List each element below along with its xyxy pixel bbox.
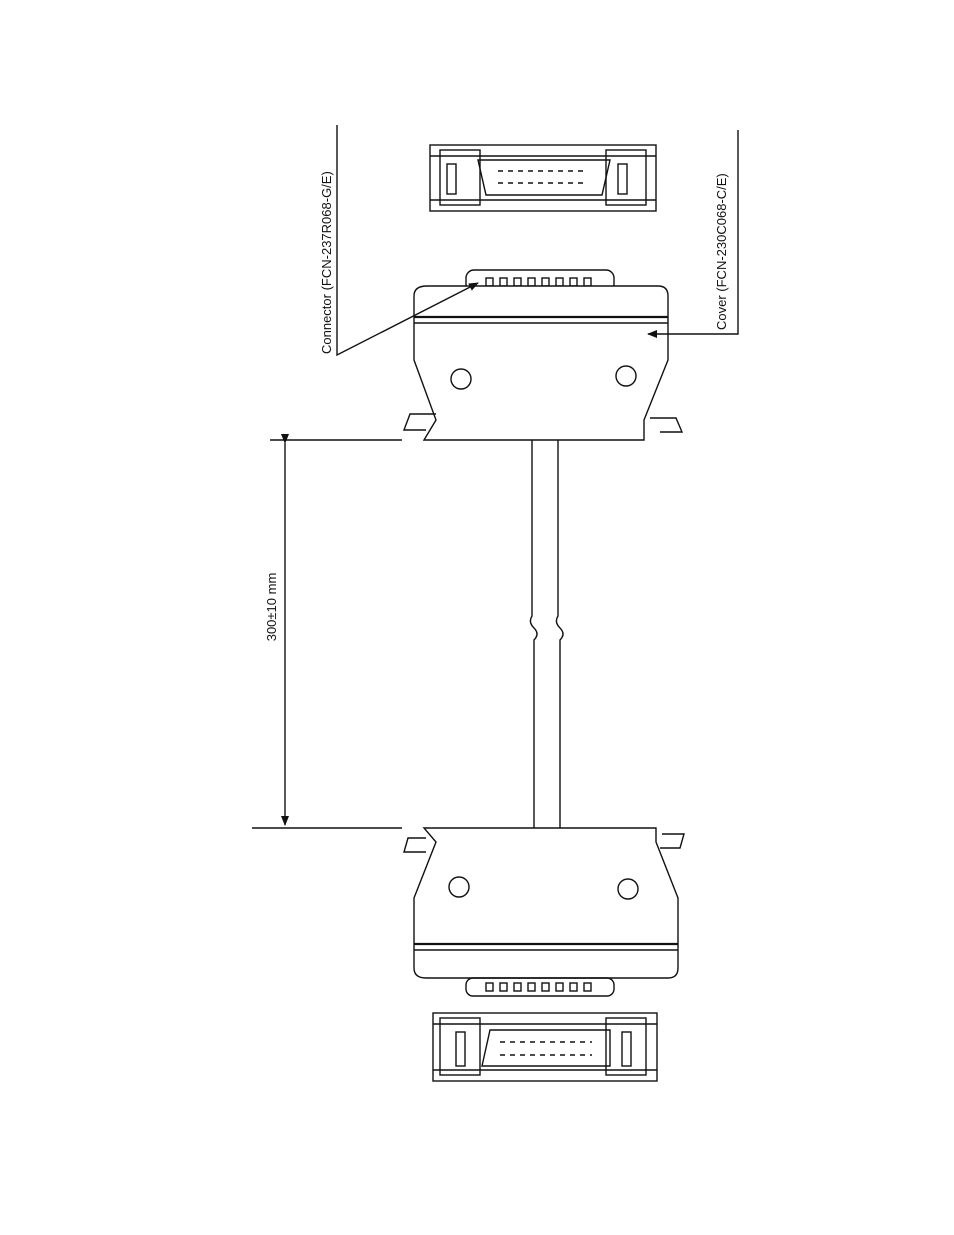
bottom-connector-end-view: [432, 1012, 658, 1082]
length-label: 300±10 mm: [264, 573, 279, 642]
cable: [529, 440, 564, 828]
top-connector-end-view: [429, 144, 657, 212]
cover-leader: Cover (FCN-230C068-C/E): [647, 130, 739, 338]
connector-leader: Connector (FCN-237R068-G/E): [319, 125, 479, 357]
length-dimension: 300±10 mm: [252, 434, 402, 829]
cover-label: Cover (FCN-230C068-C/E): [714, 173, 729, 330]
top-connector-body: [402, 269, 684, 441]
bottom-connector-body: [403, 827, 685, 997]
connector-label: Connector (FCN-237R068-G/E): [319, 171, 334, 354]
